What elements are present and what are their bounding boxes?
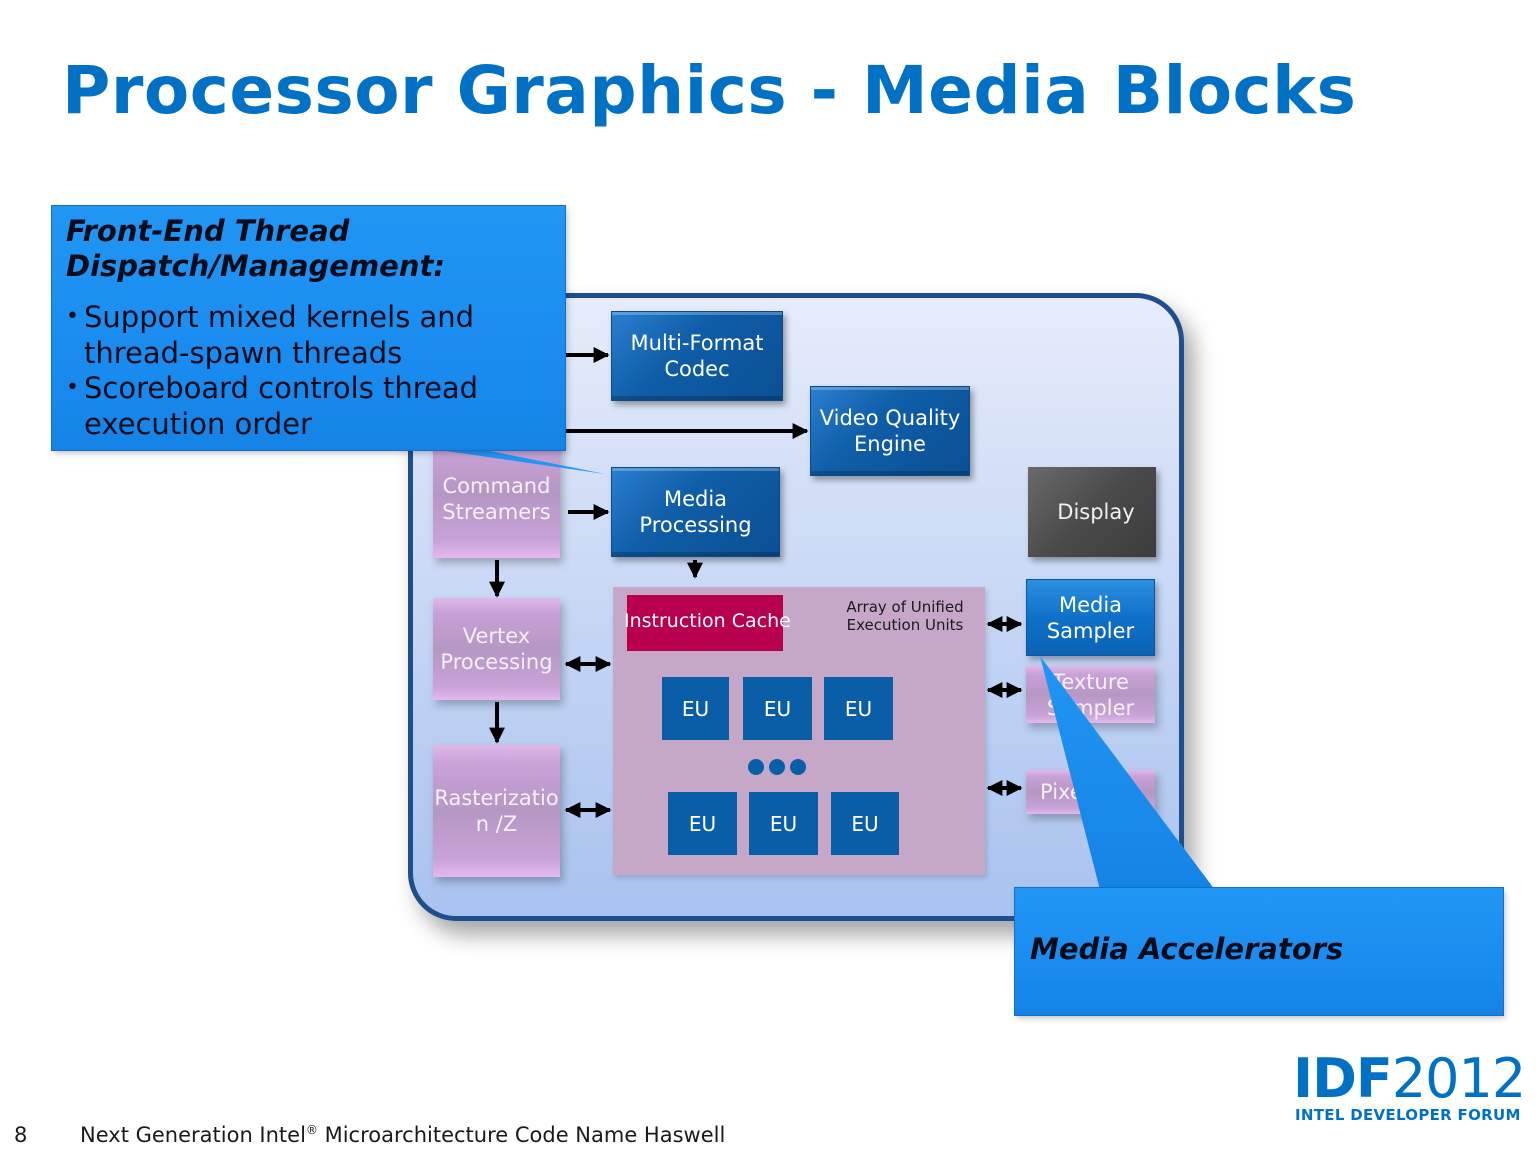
media-accelerators-heading: Media Accelerators [1030,932,1344,966]
block-label: Engine [854,432,926,456]
block-label: Sampler [1046,695,1135,720]
eu-array-label-line: Execution Units [846,616,964,634]
eu-block: EU [743,677,812,740]
bullet-text: Support mixed kernels and [84,300,475,334]
logo-idf: IDF [1293,1047,1393,1110]
block-label: Multi-Format [630,331,764,355]
heading-line: Front-End Thread [66,214,350,248]
front-end-callout [52,206,565,450]
eu-block: EU [831,792,899,855]
eu-block: EU [824,677,893,740]
block-label: Vertex [462,624,531,648]
pixel-block: Pixel [1026,770,1155,814]
slide-title: Processor Graphics - Media Blocks [62,52,1357,129]
block-label: Rasterizatio [434,786,559,810]
footer-text: Next Generation Intel® Microarchitecture… [80,1123,725,1147]
block-label: Processing [639,513,752,537]
bullet-text: execution order [84,407,312,441]
block-label: Media [1058,592,1123,617]
block-label: Processing [440,650,553,674]
bullet-glyph: • [66,304,79,329]
front-end-bullet: •Support mixed kernels and thread-spawn … [66,299,474,371]
idf-logo: IDF2012 [1293,1047,1526,1110]
display-block: Display [1028,467,1156,557]
ellipsis-dot [748,759,764,775]
block-label: Codec [664,357,730,381]
front-end-callout-heading: Front-End Thread Dispatch/Management: [66,214,445,284]
bullet-glyph: • [66,375,79,400]
block-label: Sampler [1046,618,1135,643]
block-label: Pixel [1040,780,1089,804]
instruction-cache-block [627,595,783,651]
footer-text-part: Microarchitecture Code Name Haswell [317,1123,726,1147]
eu-block: EU [668,792,737,855]
bullet-text: Scoreboard controls thread [84,371,479,405]
page-number: 8 [14,1123,28,1147]
heading-line: Dispatch/Management: [66,249,445,283]
bullet-text: thread-spawn threads [84,336,403,370]
eu-block: EU [749,792,818,855]
eu-array-label-line: Array of Unified [846,598,964,616]
logo-year: 2012 [1391,1047,1526,1110]
footer-text-part: Next Generation Intel [80,1123,306,1147]
block-label: Streamers [442,500,551,524]
media-accelerators-callout [1015,888,1503,1015]
instruction-cache-label: Instruction Cache [624,610,791,632]
registered-mark: ® [305,1123,318,1137]
ellipsis-dot [769,759,785,775]
block-label: Command [442,474,551,498]
block-label: Media [663,487,728,511]
block-label: Texture [1052,669,1129,694]
ellipsis-dot [790,759,806,775]
eu-block: EU [662,677,729,740]
idf-logo-subtitle: INTEL DEVELOPER FORUM [1295,1106,1521,1124]
block-label: Video Quality [819,406,961,430]
block-label: Display [1057,500,1135,524]
front-end-bullet: •Scoreboard controls thread execution or… [66,370,478,442]
eu-array-label: Array of Unified Execution Units [832,598,978,634]
block-label: n /Z [475,812,518,836]
